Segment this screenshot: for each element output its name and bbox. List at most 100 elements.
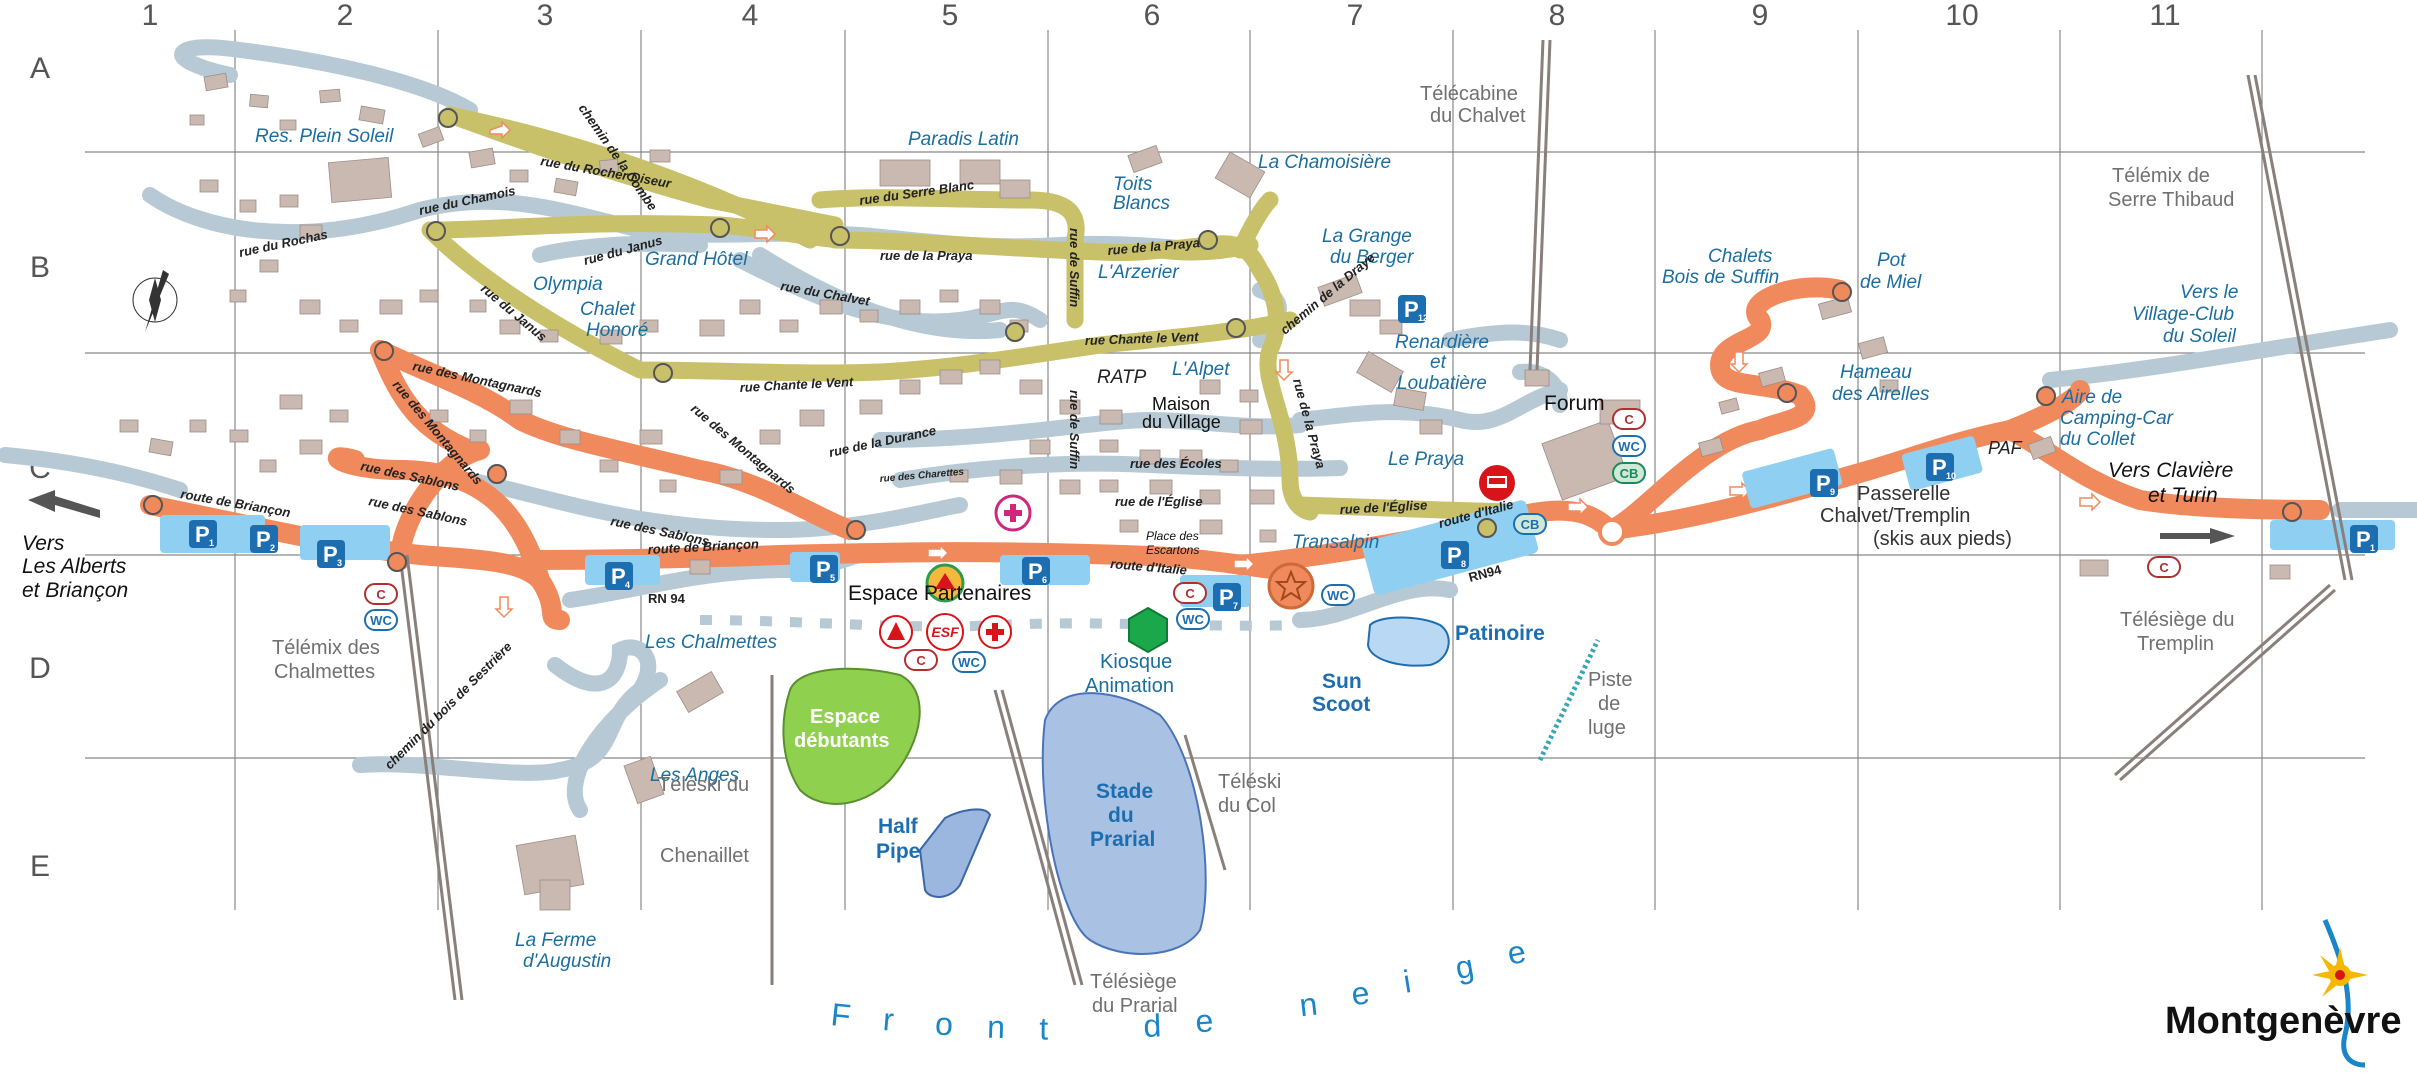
arrow-left-icon (28, 490, 100, 518)
place-renardiere-3: Loubatière (1397, 373, 1487, 394)
first-aid-icon[interactable] (978, 615, 1012, 649)
place-stade-3: Prarial (1090, 828, 1155, 851)
place-espace-partenaires: Espace Partenaires (848, 582, 1031, 605)
parking-label: P (1447, 543, 1462, 568)
svg-text:WC: WC (1618, 439, 1640, 454)
cross-icon[interactable] (994, 494, 1032, 532)
place-larzerier: L'Arzerier (1098, 262, 1179, 283)
parking-number: 4 (625, 580, 630, 590)
street-rue-chante-vent2: rue Chante le Vent (1085, 329, 1200, 348)
place-stade-1: Stade (1096, 780, 1153, 803)
bus-icon[interactable] (1479, 465, 1515, 501)
parking-number: 3 (337, 558, 342, 568)
svg-text:WC: WC (1182, 612, 1204, 627)
place-vers-alberts-3: et Briançon (22, 579, 128, 602)
place-res-plein-soleil: Res. Plein Soleil (255, 126, 394, 147)
column-label: 9 (1752, 0, 1769, 32)
place-vers-claviere-1: Vers Clavière (2108, 459, 2233, 482)
street-rue-eglise2: rue de l'Église (1339, 497, 1427, 517)
badge-c[interactable]: C (904, 649, 938, 671)
place-ferme-augustin-2: d'Augustin (523, 951, 611, 972)
svg-text:C: C (916, 653, 926, 668)
badge-c[interactable]: C (1612, 408, 1646, 430)
place-le-praya: Le Praya (1388, 449, 1464, 470)
stop-marker (1477, 518, 1497, 538)
roundabout (1598, 518, 1626, 546)
place-half-pipe-2: Pipe (876, 840, 920, 863)
place-passerelle-2: Chalvet/Tremplin (1820, 505, 1970, 527)
badge-wc[interactable]: WC (952, 651, 986, 673)
badge-cb[interactable]: CB (1513, 513, 1547, 535)
place-piste-luge-1: Piste (1588, 669, 1632, 691)
parking-label: P (1932, 455, 1947, 480)
grey-roads (0, 39, 2417, 818)
parking-label: P (256, 527, 271, 552)
badge-c[interactable]: C (364, 583, 398, 605)
column-label: 5 (942, 0, 959, 32)
place-piste-luge-2: de (1598, 693, 1620, 715)
badge-wc[interactable]: WC (1176, 608, 1210, 630)
place-telemix-chalmettes-2: Chalmettes (274, 661, 375, 683)
place-vers-alberts-1: Vers (22, 532, 65, 555)
place-la-grange-2: du Berger (1330, 247, 1414, 268)
kiosk-icon[interactable] (1128, 606, 1168, 654)
stop-marker (710, 218, 730, 238)
place-telecabine-1: Télécabine (1420, 83, 1518, 105)
stop-marker (653, 363, 673, 383)
place-hameau-1: Hameau (1840, 362, 1912, 383)
parking-number: 8 (1461, 559, 1466, 569)
parking-number: 1 (209, 538, 214, 548)
parking-number: 6 (1042, 575, 1047, 585)
grid-column-labels: 1 2 3 4 5 6 7 8 9 10 11 (142, 0, 2181, 32)
parking-label: P (1028, 559, 1043, 584)
street-rue-suffin: rue de Suffin (1067, 228, 1082, 307)
ski-lifts (398, 39, 2354, 1001)
badge-c[interactable]: C (1173, 582, 1207, 604)
front-de-neige-letter: e (1194, 1002, 1214, 1039)
street-rue-suffin2: rue de Suffin (1067, 390, 1082, 469)
badge-wc[interactable]: WC (1321, 584, 1355, 606)
badge-wc[interactable]: WC (364, 609, 398, 631)
place-teleski-col-2: du Col (1218, 795, 1276, 817)
place-chalets-suffin-1: Chalets (1708, 246, 1773, 267)
column-label: 6 (1144, 0, 1161, 32)
parking-number: 7 (1233, 601, 1238, 611)
badge-cb[interactable]: CB (1612, 462, 1646, 484)
place-ferme-augustin-1: La Ferme (515, 930, 596, 951)
place-patinoire: Patinoire (1455, 622, 1545, 645)
front-de-neige-letter: e (1349, 974, 1372, 1012)
place-aire-camping-2: Camping-Car (2060, 408, 2174, 429)
badge-c[interactable]: C (2147, 556, 2181, 578)
svg-text:WC: WC (1327, 588, 1349, 603)
place-telesiege-prarial-1: Télésiège (1090, 971, 1177, 993)
svg-text:WC: WC (958, 655, 980, 670)
svg-text:C: C (1624, 412, 1634, 427)
star-icon[interactable] (1267, 562, 1315, 610)
brand-name: Montgenèvre (2165, 1000, 2401, 1042)
espace-partenaires-icon[interactable] (925, 563, 965, 603)
service-badges: C WC C WC C WC WC C WC CB CB C (364, 408, 2181, 673)
rescue-icon[interactable] (879, 615, 913, 649)
front-de-neige-letter: i (1401, 963, 1414, 1000)
badge-wc[interactable]: WC (1612, 435, 1646, 457)
place-forum: Forum (1544, 392, 1605, 415)
column-label: 1 (142, 0, 159, 32)
stop-marker (374, 341, 394, 361)
row-label: B (30, 251, 50, 284)
esf-icon[interactable]: ESF (926, 613, 964, 651)
place-la-chamoisiere: La Chamoisière (1258, 152, 1391, 173)
parking-label: P (611, 564, 626, 589)
place-telesiege-tremplin-2: Tremplin (2137, 633, 2214, 655)
